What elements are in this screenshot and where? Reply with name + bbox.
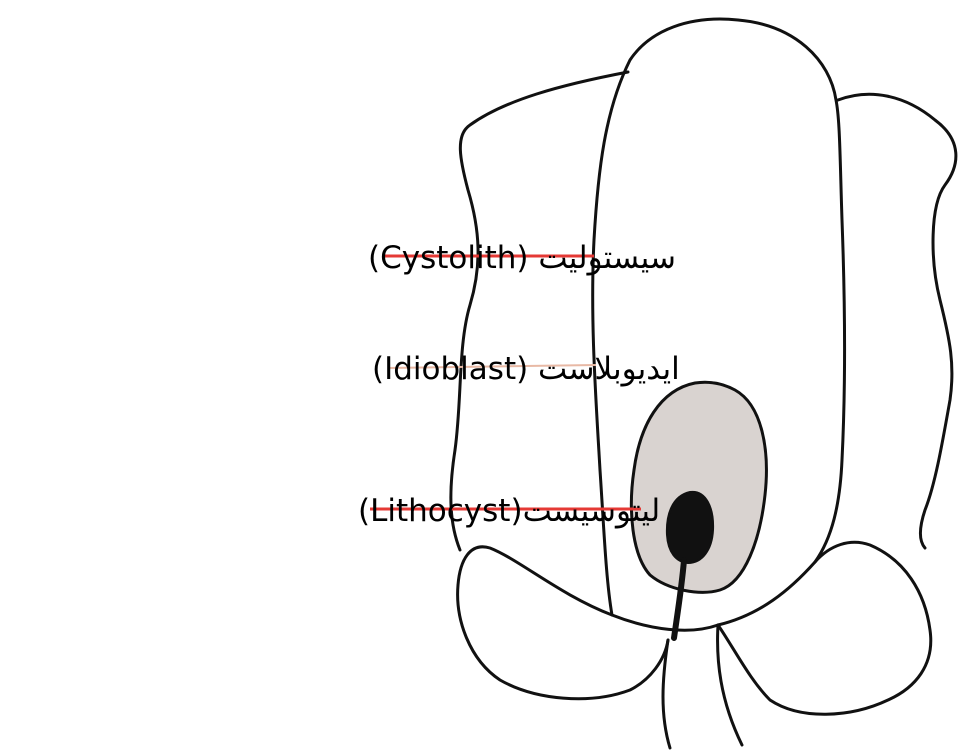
cystolith-body [667, 492, 713, 563]
right-neighbor-cell [838, 94, 956, 548]
lithocyst-label: لیتوسیست(Lithocyst) [358, 493, 660, 529]
idioblast-label: ایدیوبلاست (Idioblast) [372, 351, 680, 387]
cystolith-label: سیستولیت (Cystolith) [368, 240, 676, 276]
lower-right-cell [718, 542, 931, 714]
